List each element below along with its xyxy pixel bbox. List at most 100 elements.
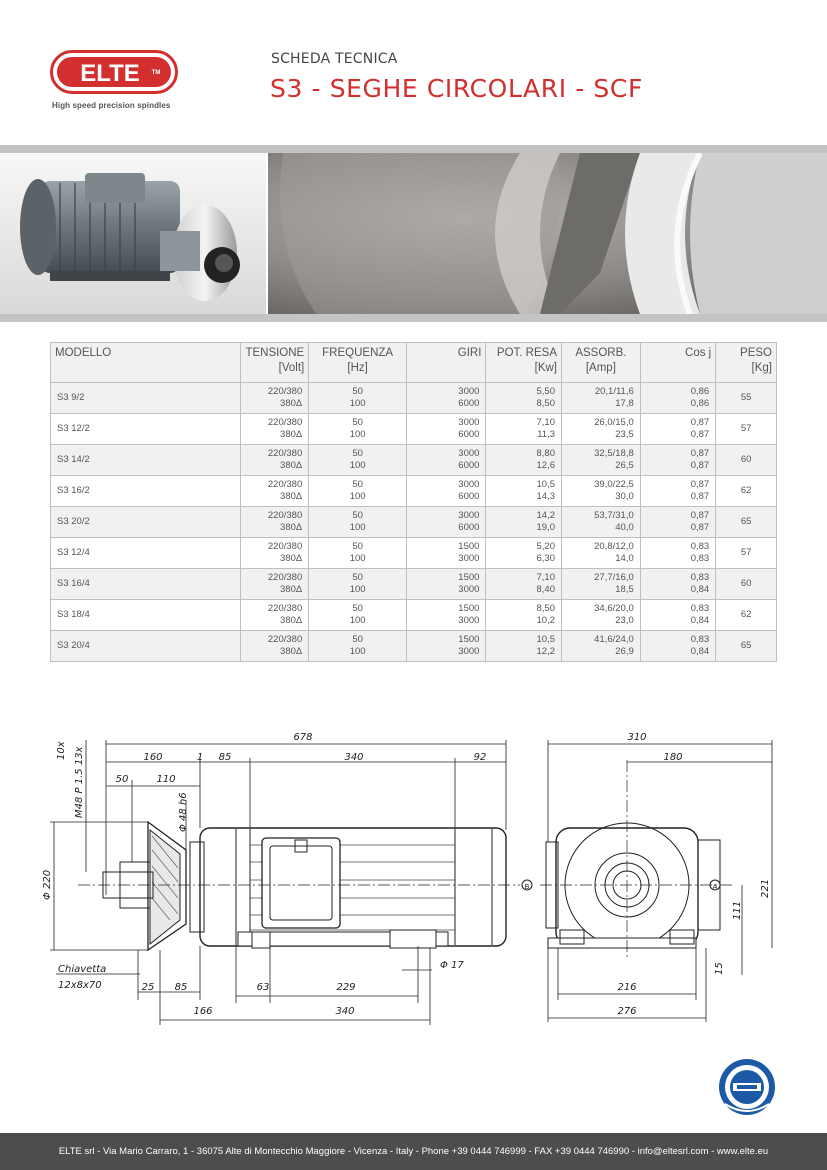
cell-weight: 55: [715, 382, 777, 414]
dim-label: 85: [175, 982, 188, 993]
header-cosphi: Cos j: [639, 342, 717, 383]
logo-tagline: High speed precision spindles: [52, 101, 171, 110]
dim-label: 111: [732, 901, 743, 920]
cell-weight: 60: [715, 444, 777, 476]
dim-label: 216: [617, 982, 636, 993]
dim-label: 63: [257, 982, 270, 993]
dim-label: 340: [335, 1006, 354, 1017]
cell-weight: 60: [715, 568, 777, 600]
cell-model: S3 14/2: [49, 444, 242, 476]
dim-label: 229: [336, 982, 355, 993]
cell-weight: 65: [715, 630, 777, 662]
cell-model: S3 12/4: [49, 537, 242, 569]
cell-model: S3 16/2: [49, 475, 242, 507]
cell-weight: 57: [715, 537, 777, 569]
dim-label: Φ 17: [440, 960, 464, 971]
header-peso: PESO[Kg]: [715, 342, 777, 383]
motor-photo: [0, 153, 266, 314]
cell-weight: 57: [715, 413, 777, 445]
dim-label: 50: [116, 774, 129, 785]
cell-model: S3 12/2: [49, 413, 242, 445]
elte-logo: ELTE TM: [50, 50, 178, 94]
dim-label: 160: [143, 752, 162, 763]
cell-model: S3 20/4: [49, 630, 242, 662]
mark-b-label: B: [525, 883, 530, 891]
photo-divider: [0, 314, 827, 322]
header-giri: GIRI: [405, 342, 487, 383]
cell-weight: 62: [715, 475, 777, 507]
certification-badge-icon: [719, 1059, 775, 1115]
dim-label: 310: [627, 732, 646, 743]
dim-label: 92: [474, 752, 487, 763]
product-photo-band: [0, 153, 827, 314]
cell-weight: 65: [715, 506, 777, 538]
dim-label: M48 P 1.5 13x: [74, 746, 85, 818]
dim-label: 678: [293, 732, 312, 743]
document-kind: SCHEDA TECNICA: [271, 51, 398, 67]
spec-table: MODELLO TENSIONE[Volt] FREQUENZA[Hz] GIR…: [49, 342, 777, 662]
dim-label: Chiavetta: [58, 964, 106, 975]
header-tensione: TENSIONE[Volt]: [240, 342, 310, 383]
table-header-row: MODELLO TENSIONE[Volt] FREQUENZA[Hz] GIR…: [49, 342, 777, 383]
cell-model: S3 18/4: [49, 599, 242, 631]
logo-text: ELTE: [80, 60, 140, 87]
dim-label: 25: [142, 982, 155, 993]
dim-label: Φ 220: [42, 870, 53, 900]
dim-label: 166: [193, 1006, 212, 1017]
dim-label: 15: [714, 962, 725, 975]
cell-model: S3 20/2: [49, 506, 242, 538]
blade-closeup-photo: [268, 153, 827, 314]
top-divider: [0, 145, 827, 153]
mark-a-label: A: [713, 883, 718, 891]
dim-label: Φ 48 h6: [178, 792, 189, 832]
dim-label: 85: [219, 752, 232, 763]
dim-label: 1: [197, 752, 203, 763]
